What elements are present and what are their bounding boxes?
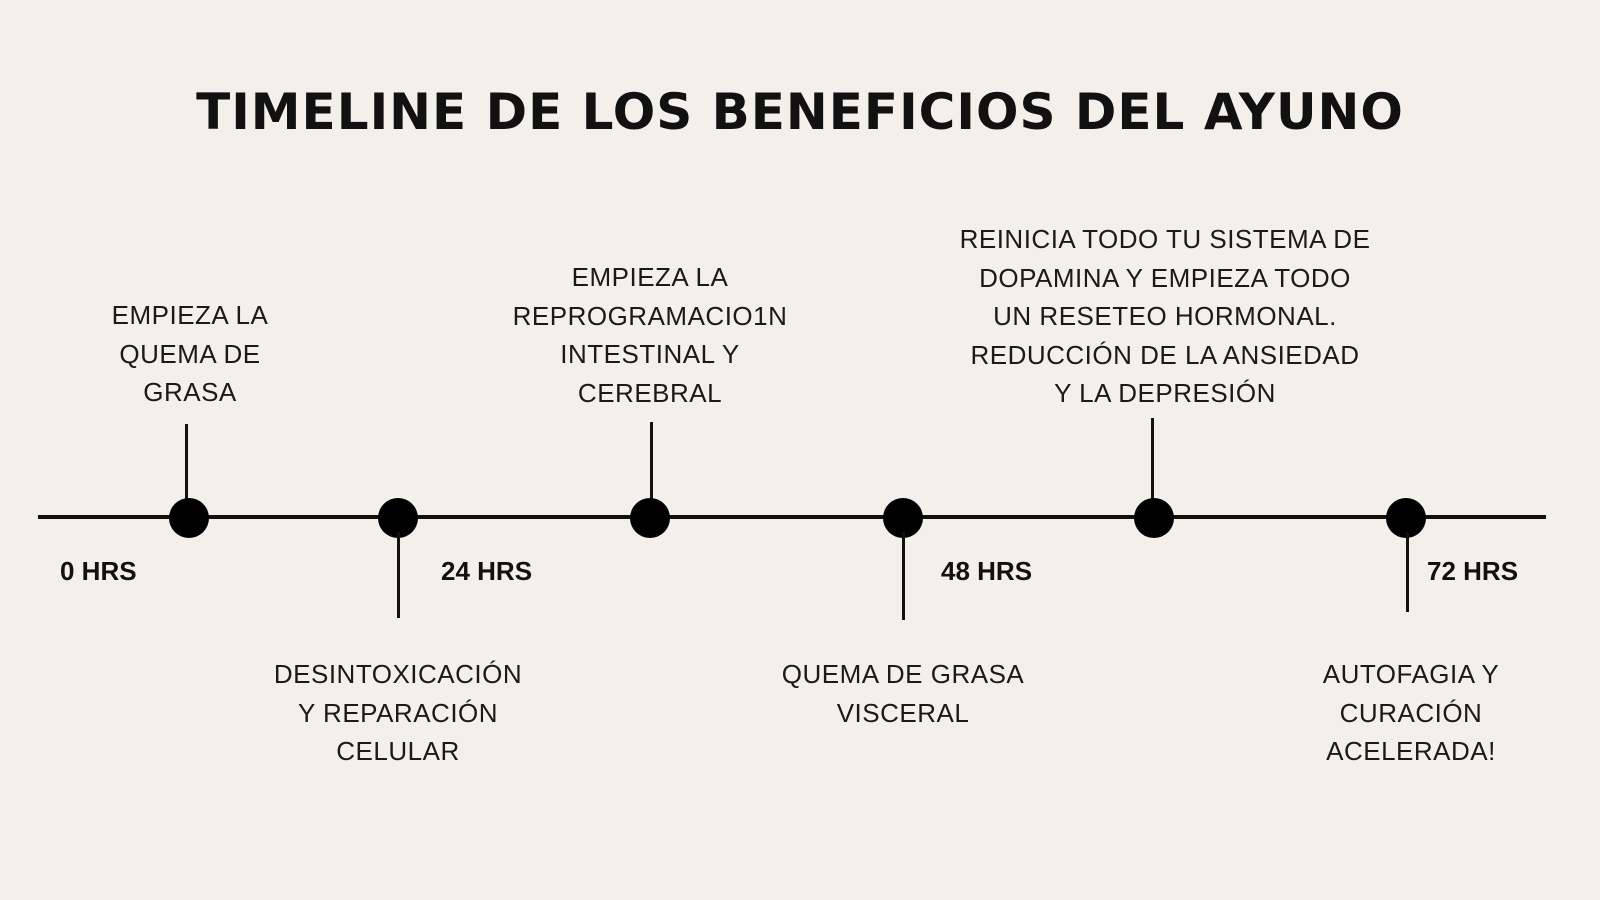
hour-marker-72: 72 HRS bbox=[1427, 556, 1519, 586]
timeline-node-1 bbox=[169, 498, 209, 538]
timeline-node-3 bbox=[630, 498, 670, 538]
timeline-node-6 bbox=[1386, 498, 1426, 538]
milestone-label-6: AUTOFAGIA Y CURACIÓN ACELERADA! bbox=[1322, 659, 1500, 766]
timeline-node-4 bbox=[883, 498, 923, 538]
milestone-label-3: EMPIEZA LA REPROGRAMACIO1N INTESTINAL Y … bbox=[512, 262, 788, 408]
page-title: TIMELINE DE LOS BENEFICIOS DEL AYUNO bbox=[196, 83, 1404, 141]
milestone-label-4: QUEMA DE GRASA VISCERAL bbox=[781, 659, 1025, 728]
milestone-connector-4 bbox=[902, 532, 905, 620]
hour-marker-0: 0 HRS bbox=[60, 556, 137, 586]
milestone-connector-5 bbox=[1151, 418, 1154, 504]
milestone-connector-2 bbox=[397, 532, 400, 618]
milestone-connector-3 bbox=[650, 422, 653, 504]
timeline-node-2 bbox=[378, 498, 418, 538]
hour-marker-24: 24 HRS bbox=[441, 556, 533, 586]
timeline-node-5 bbox=[1134, 498, 1174, 538]
milestone-label-5: REINICIA TODO TU SISTEMA DE DOPAMINA Y E… bbox=[959, 224, 1371, 408]
milestone-label-2: DESINTOXICACIÓN Y REPARACIÓN CELULAR bbox=[273, 659, 523, 766]
milestone-connector-1 bbox=[185, 424, 188, 504]
milestone-connector-6 bbox=[1406, 532, 1409, 612]
milestone-label-1: EMPIEZA LA QUEMA DE GRASA bbox=[111, 300, 269, 407]
timeline-axis bbox=[38, 515, 1546, 519]
hour-marker-48: 48 HRS bbox=[941, 556, 1033, 586]
